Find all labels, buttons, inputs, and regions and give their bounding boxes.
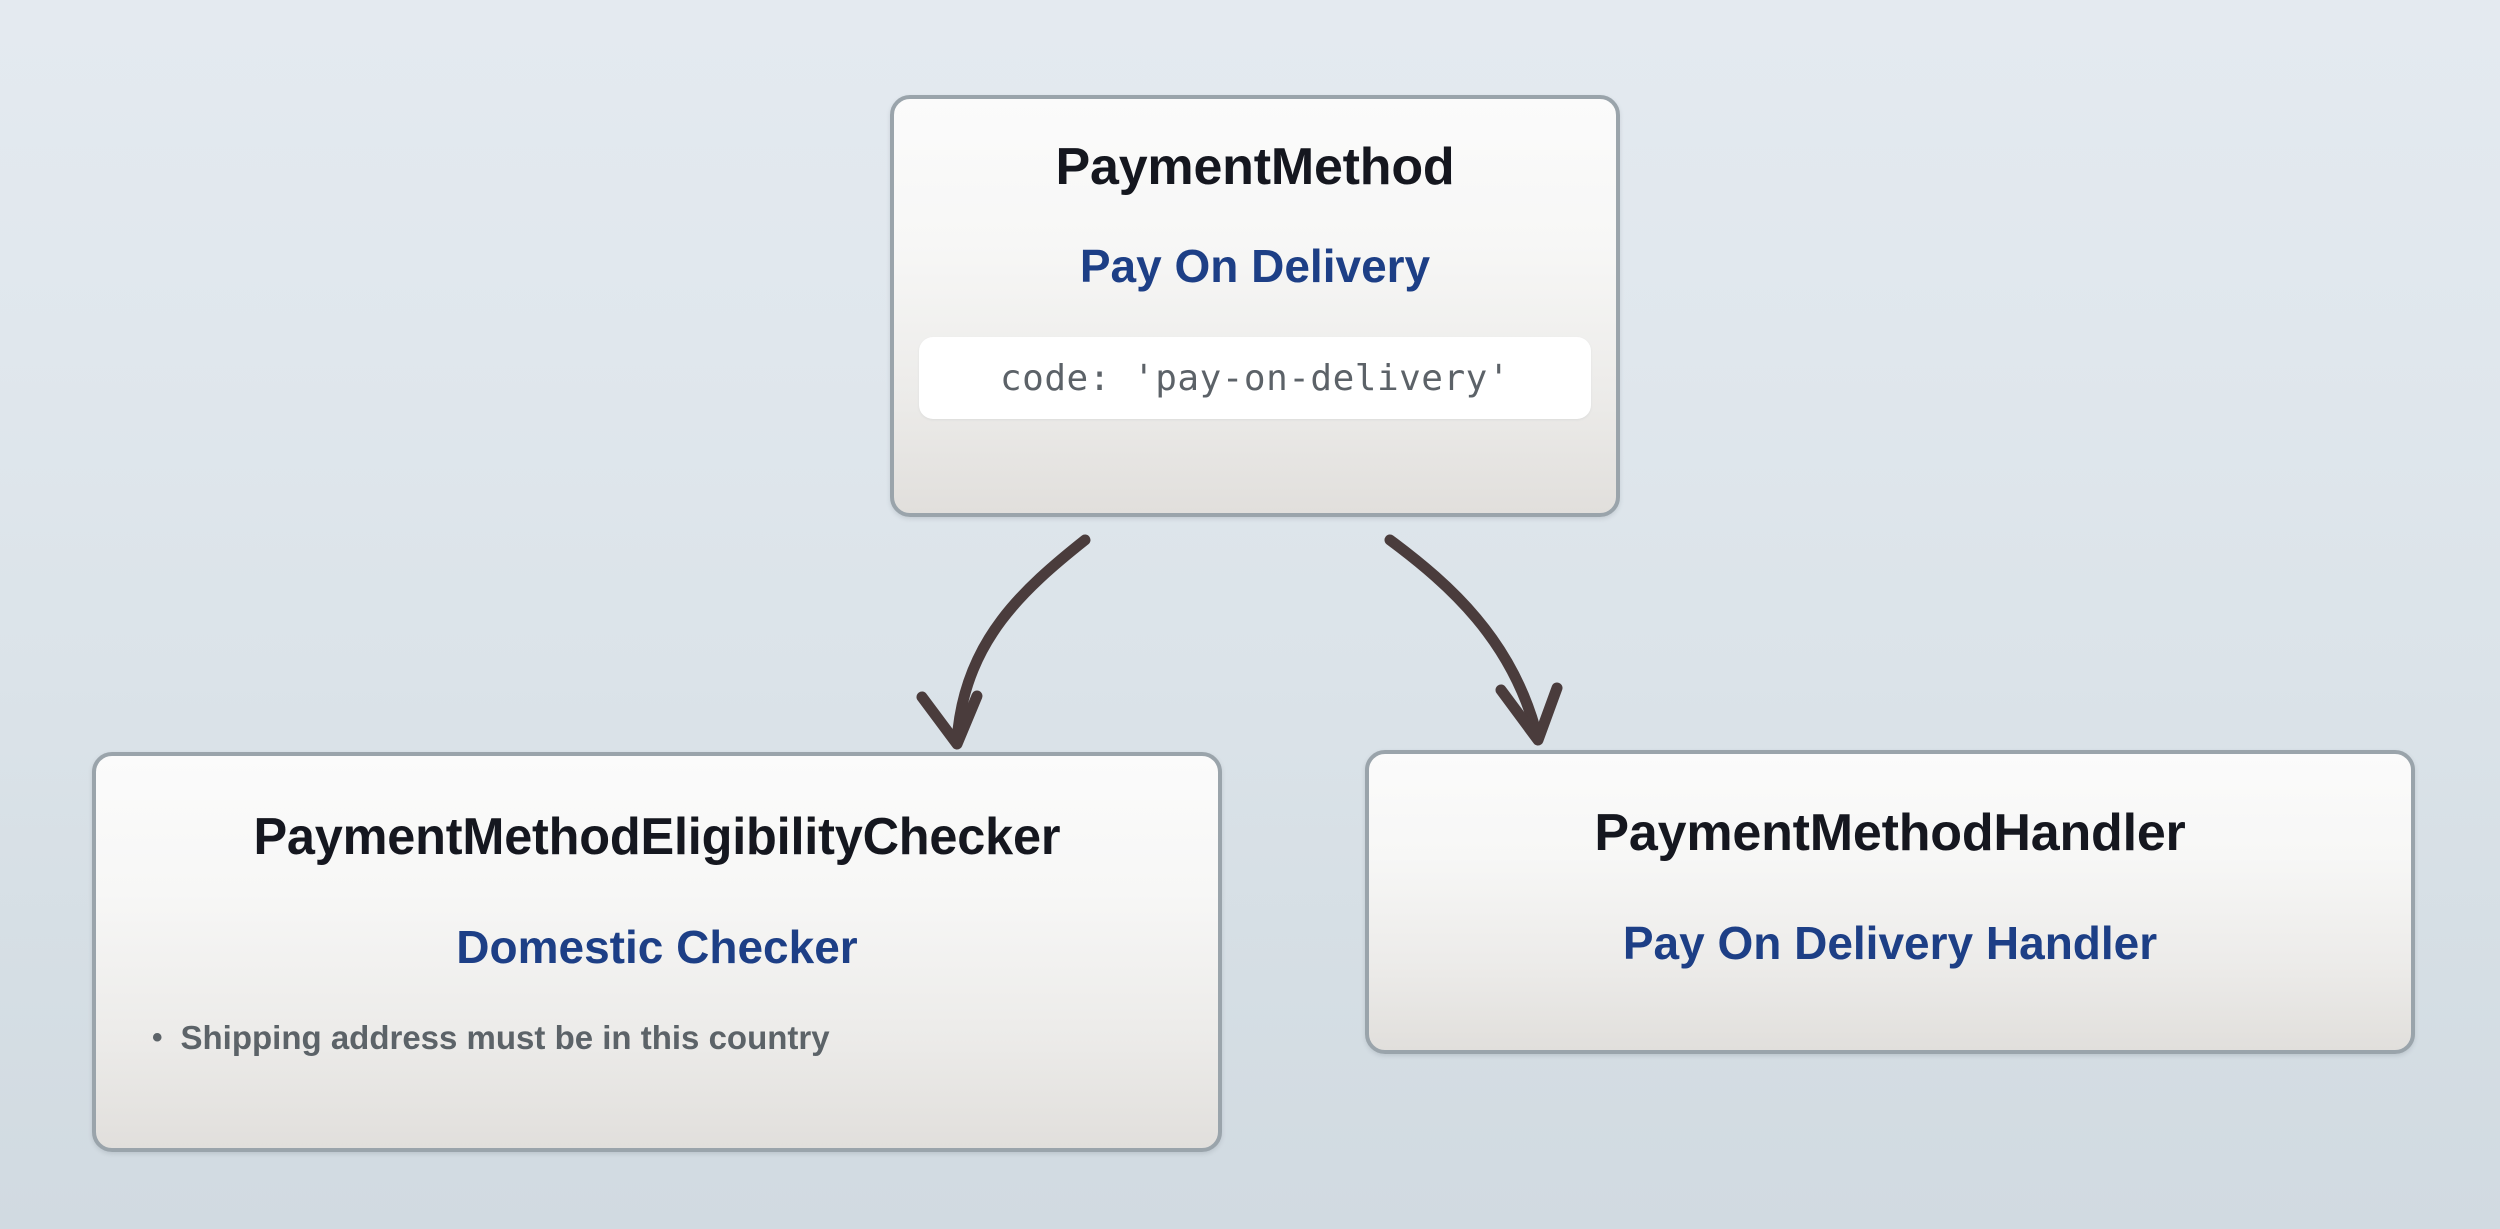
node-payment-method[interactable]: PaymentMethod Pay On Delivery code: 'pay…: [890, 95, 1620, 517]
node-payment-handler-subtitle: Pay On Delivery Handler: [1622, 917, 2158, 969]
node-payment-method-subtitle: Pay On Delivery: [1079, 240, 1431, 292]
node-eligibility-checker-title: PaymentMethodEligibilityChecker: [253, 808, 1061, 866]
node-payment-method-title: PaymentMethod: [1055, 138, 1455, 196]
bullet-icon: •: [152, 1021, 163, 1054]
list-item: • Shipping address must be in this count…: [152, 1018, 1184, 1058]
node-eligibility-checker-subtitle: Domestic Checker: [456, 921, 858, 973]
node-payment-method-code-chip: code: 'pay-on-delivery': [919, 337, 1591, 419]
edge-payment-method-to-eligibility-checker: [916, 534, 1091, 750]
edge-payment-method-to-payment-handler: [1384, 534, 1563, 746]
node-payment-method-eligibility-checker[interactable]: PaymentMethodEligibilityChecker Domestic…: [92, 752, 1222, 1152]
node-payment-method-handler[interactable]: PaymentMethodHandler Pay On Delivery Han…: [1365, 750, 2415, 1054]
eligibility-rule-list: • Shipping address must be in this count…: [130, 1018, 1184, 1058]
node-payment-handler-title: PaymentMethodHandler: [1594, 804, 2186, 862]
eligibility-rule-text: Shipping address must be in this country: [180, 1019, 830, 1056]
